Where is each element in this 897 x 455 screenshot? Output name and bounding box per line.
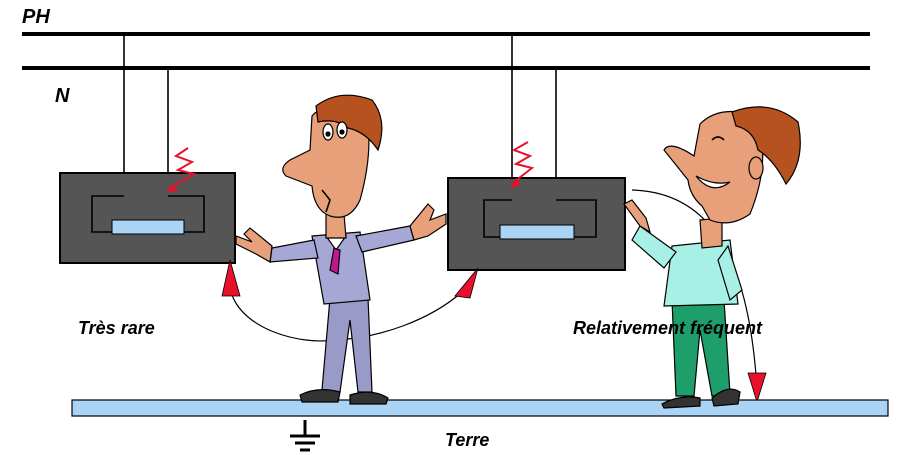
right-appliance-wires [511,34,557,200]
surprised-man-figure [235,94,447,405]
neutral-label: N [55,85,70,107]
laughing-man-figure [623,106,801,409]
left-appliance [59,172,236,264]
left-case-label: Très rare [78,318,155,338]
ground-label: Terre [445,430,490,450]
right-case-label: Relativement fréquent [573,318,763,338]
left-heating-element [111,219,185,235]
ground-plate [71,399,889,417]
left-appliance-wires [123,34,169,196]
right-arrowhead [747,372,767,404]
right-appliance [447,177,626,271]
middle-arrowhead [454,267,479,299]
left-arrowhead [221,259,241,297]
lightning-spark-icon [509,141,535,188]
phase-label: PH [22,6,50,28]
lightning-spark-icon [167,147,197,193]
earth-ground-icon [290,420,320,452]
right-heating-element [499,224,575,240]
